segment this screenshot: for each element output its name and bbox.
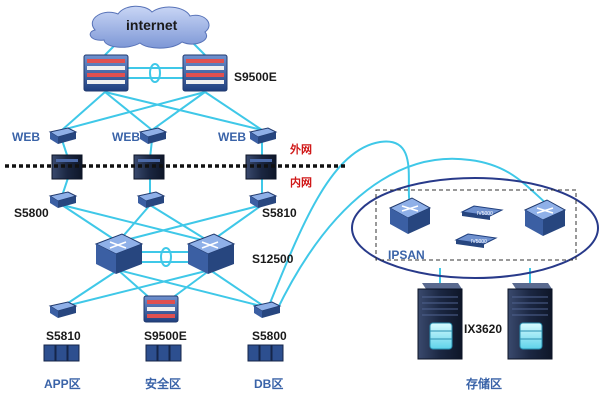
internet-label: internet xyxy=(126,17,178,33)
ipsan-switch-right xyxy=(523,199,567,236)
zone-sec-switch xyxy=(143,295,179,323)
storage-network-ellipse xyxy=(351,177,599,279)
access-switch-left xyxy=(48,191,78,208)
app-servers xyxy=(43,344,80,362)
zone-db-label: DB区 xyxy=(254,377,284,391)
web-switch-1 xyxy=(48,127,78,144)
iv5000-unit-2 xyxy=(454,233,498,248)
core-router-left xyxy=(83,54,129,92)
zone-sec-switch-label: S9500E xyxy=(144,329,187,343)
iv5000-unit-1 xyxy=(460,205,504,220)
core-switch-left xyxy=(94,233,144,274)
iv5000-unit-2-label: IV5000 xyxy=(471,239,487,245)
iv5000-unit-1-label: IV5000 xyxy=(477,211,493,217)
security-servers xyxy=(145,344,182,362)
zone-app-switch-label: S5810 xyxy=(46,329,81,343)
storage-array-right xyxy=(507,283,553,360)
core-switch-label: S12500 xyxy=(252,252,294,266)
core-link-ring xyxy=(149,63,161,83)
web-switch-2 xyxy=(138,127,168,144)
core-switch-right xyxy=(186,233,236,274)
storage-model-label: IX3620 xyxy=(464,322,503,336)
internet-cloud xyxy=(89,5,210,49)
web-label-1: WEB xyxy=(12,130,40,144)
outer-network-label: 外网 xyxy=(290,144,312,156)
inner-network-label: 内网 xyxy=(290,177,312,189)
zone-app-switch xyxy=(48,301,78,318)
web-label-2: WEB xyxy=(112,130,140,144)
web-switch-3 xyxy=(248,127,278,144)
core-router-right xyxy=(182,54,228,92)
ipsan-switch-left xyxy=(388,197,432,234)
core-router-label: S9500E xyxy=(234,70,277,84)
web-label-3: WEB xyxy=(218,130,246,144)
access-switch-middle xyxy=(136,191,166,208)
storage-array-left xyxy=(417,283,463,360)
access-left-label: S5800 xyxy=(14,206,49,220)
access-right-label: S5810 xyxy=(262,206,297,220)
db-servers xyxy=(247,344,284,362)
storage-zone-label: 存储区 xyxy=(466,377,503,391)
access-switch-right xyxy=(248,191,278,208)
zone-db-switch-label: S5800 xyxy=(252,329,287,343)
ipsan-label: IPSAN xyxy=(388,248,425,262)
core-switch-link-ring xyxy=(160,247,172,267)
zone-db-switch xyxy=(252,301,282,318)
storage-dashed-box xyxy=(375,189,577,261)
zone-sec-label: 安全区 xyxy=(145,377,182,391)
zone-app-label: APP区 xyxy=(44,377,81,391)
